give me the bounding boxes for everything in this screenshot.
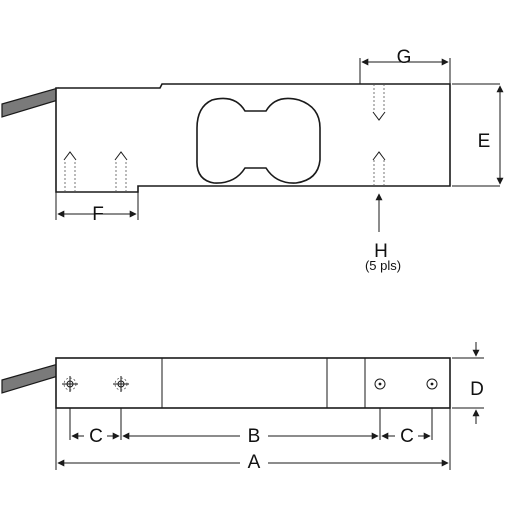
label-d: D bbox=[470, 379, 484, 400]
d-ext-lines bbox=[452, 357, 484, 409]
side-left-holes bbox=[63, 151, 128, 192]
side-right-holes bbox=[372, 84, 386, 186]
label-b: B bbox=[248, 426, 261, 447]
label-g: G bbox=[397, 47, 412, 68]
label-e: E bbox=[478, 131, 491, 152]
label-c-left: C bbox=[89, 426, 103, 447]
top-view: D C B C A bbox=[1, 342, 484, 473]
top-cable bbox=[1, 363, 59, 394]
label-a: A bbox=[248, 452, 261, 473]
top-body bbox=[55, 357, 451, 409]
top-ext-lines bbox=[55, 408, 451, 470]
top-left-holes bbox=[62, 376, 129, 392]
e-ext-lines bbox=[452, 83, 500, 187]
label-h: H bbox=[374, 241, 388, 262]
top-section-lines bbox=[161, 358, 366, 408]
label-h-note: (5 pls) bbox=[365, 258, 401, 273]
side-view: G E F H (5 pls) bbox=[1, 47, 504, 273]
label-c-right: C bbox=[400, 426, 414, 447]
side-cable bbox=[1, 87, 59, 118]
f-ext-lines bbox=[55, 192, 139, 220]
label-f: F bbox=[92, 204, 104, 225]
top-right-holes bbox=[374, 378, 438, 390]
g-ext-lines bbox=[359, 58, 451, 84]
bending-beam-slot bbox=[196, 97, 321, 184]
